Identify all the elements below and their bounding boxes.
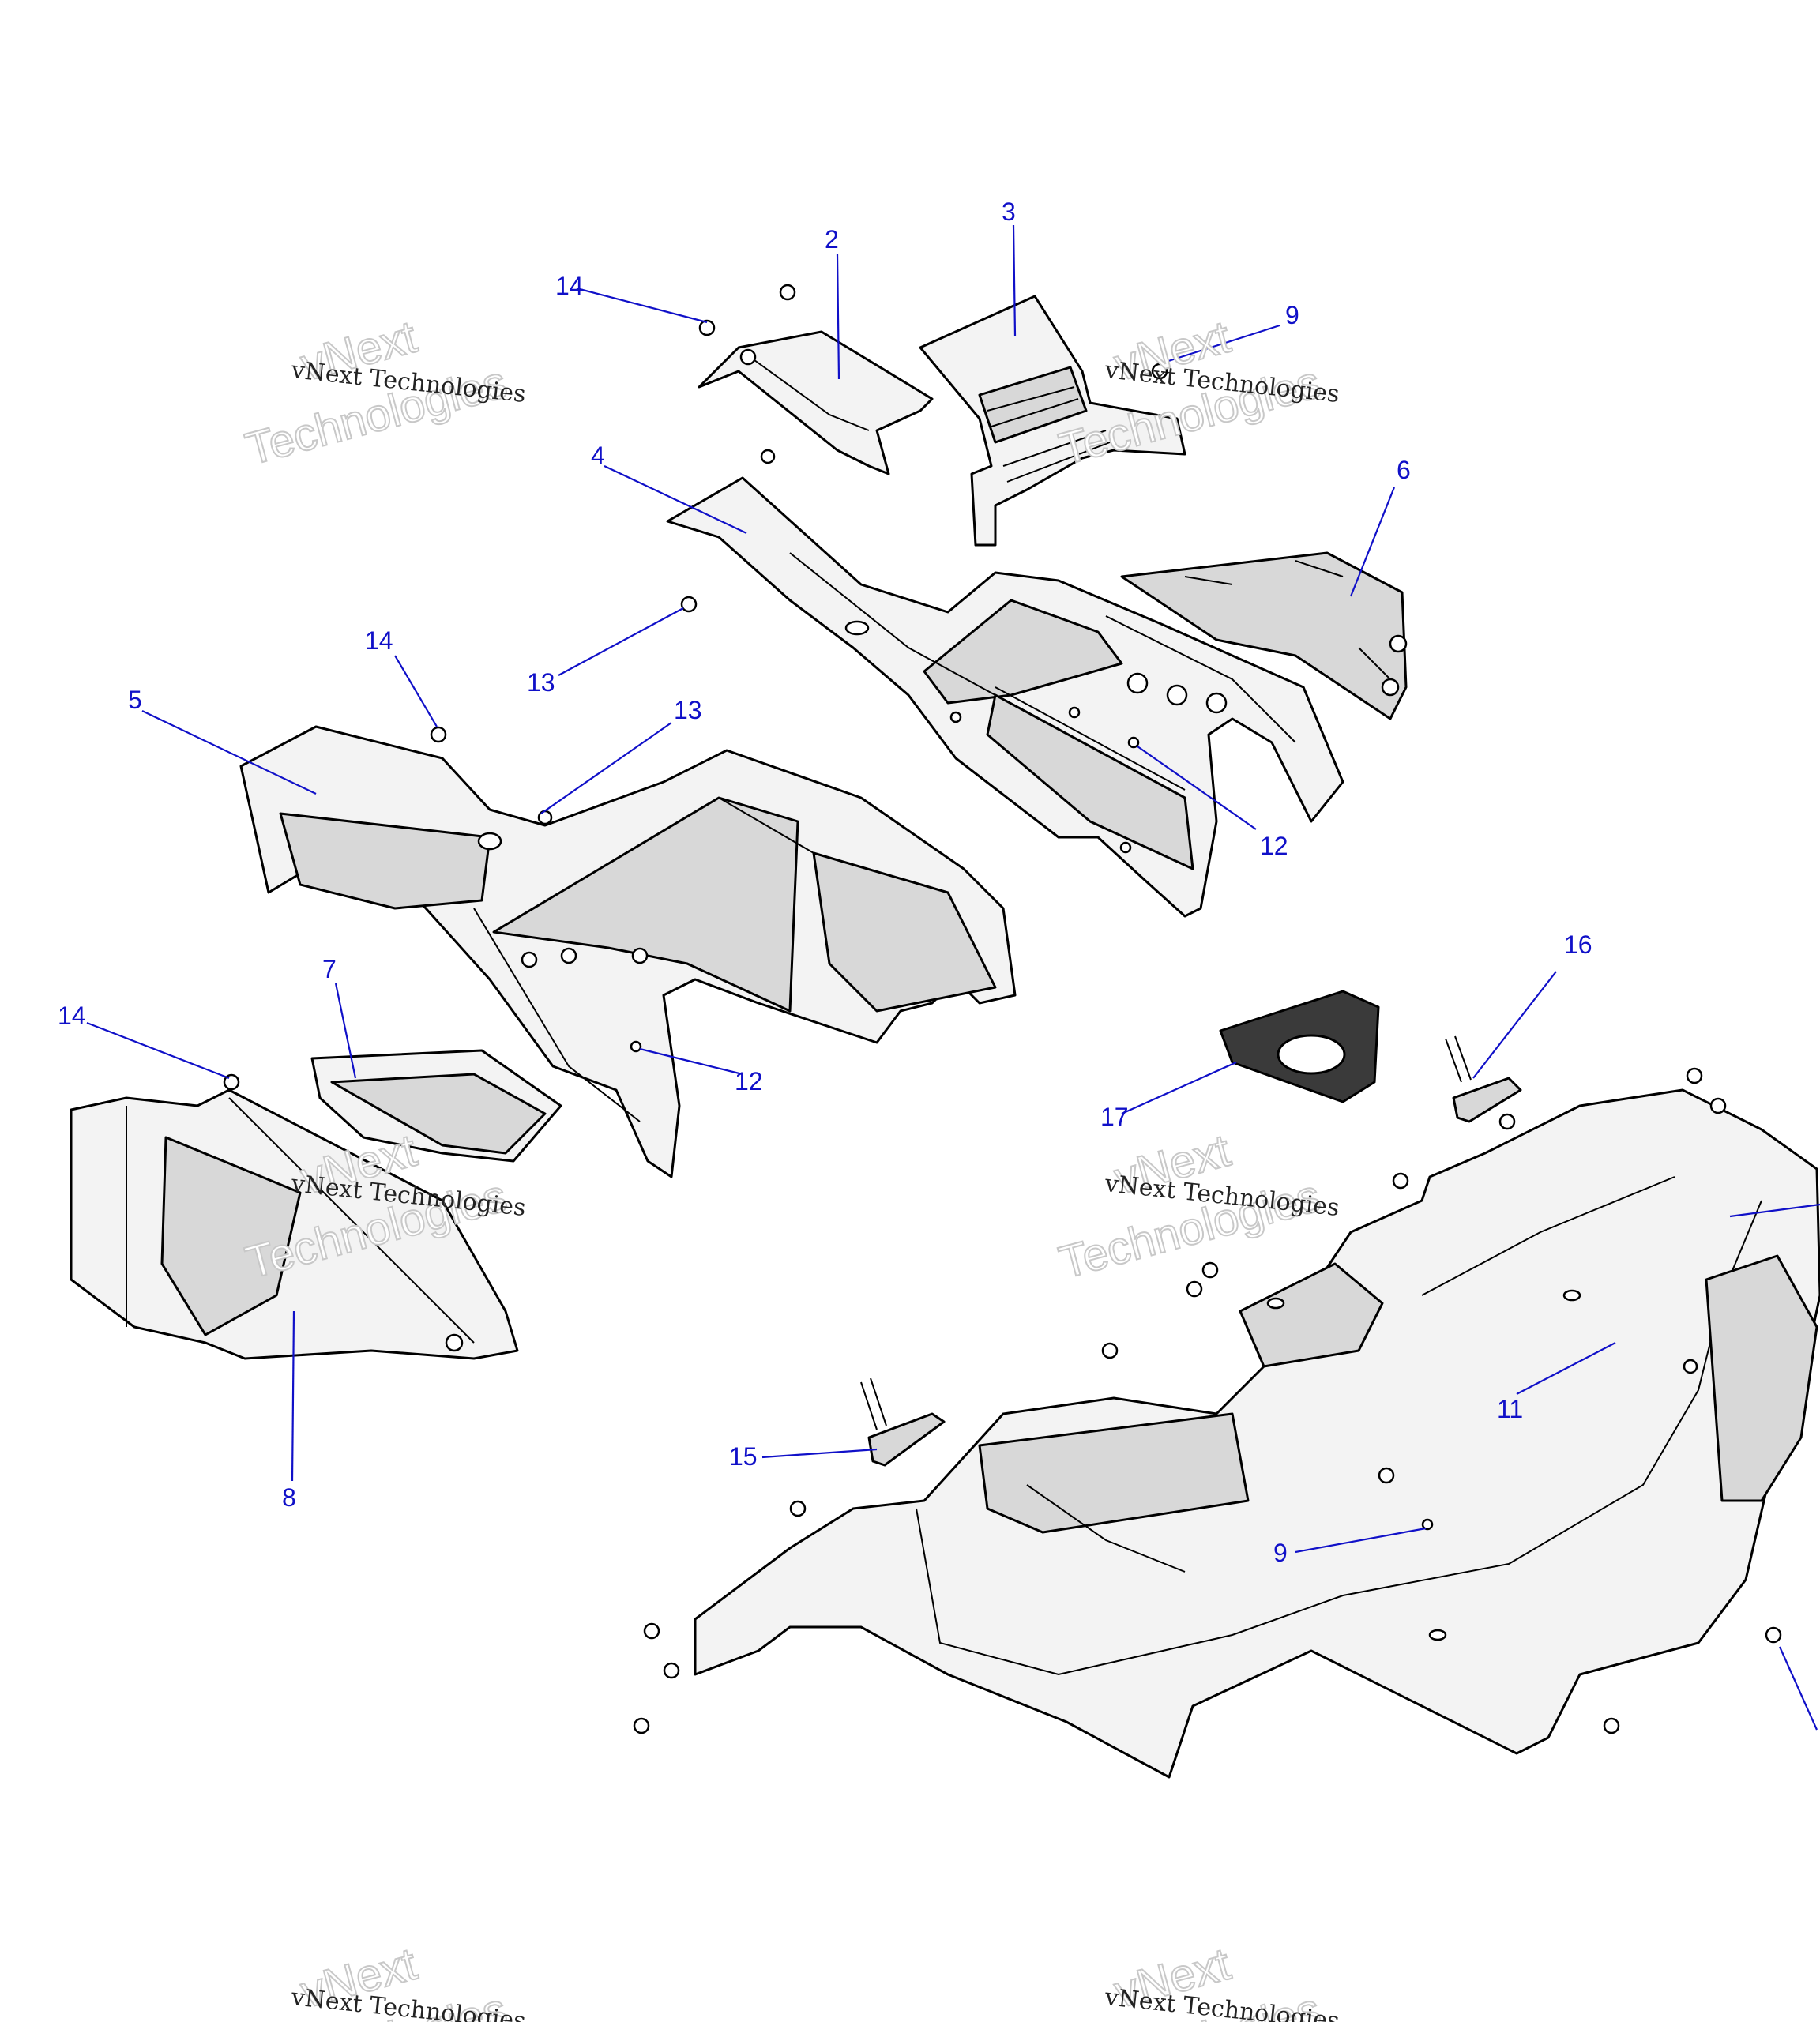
part-5-main-body [239,725,1017,1178]
callout-3: 3 [1002,197,1016,226]
callout-14-top: 14 [555,272,584,300]
callout-9-top: 9 [1285,301,1299,329]
callout-12-bottom: 12 [735,1067,763,1096]
callout-8: 8 [282,1483,296,1512]
part-2-panel [698,330,934,475]
part-3-vent [919,295,1186,547]
part-6-side-panel [1120,551,1408,720]
loose-fasteners [223,284,1782,1734]
callout-17: 17 [1100,1103,1129,1131]
callout-4: 4 [591,442,605,470]
callout-2: 2 [825,225,839,254]
part-8-bin [70,1088,519,1360]
part-15-pin [860,1377,946,1467]
callout-15: 15 [729,1442,758,1471]
callout-6: 6 [1397,456,1411,484]
callout-9-bottom: 9 [1273,1539,1288,1567]
callout-14-middle: 14 [365,626,393,655]
lower-frame-assembly [694,1088,1820,1779]
leader-lines [86,224,1820,1731]
part-4-upper-body [666,476,1344,918]
callout-13-left: 13 [527,668,555,697]
callout-12-top: 12 [1260,832,1288,860]
callout-13-right: 13 [674,696,702,724]
callout-11: 11 [1497,1395,1523,1423]
part-7-wedge [310,1049,562,1163]
part-17-tray [1219,990,1380,1103]
callout-16: 16 [1564,930,1592,959]
part-16-pin [1445,1035,1522,1123]
callout-labels: 2 3 4 5 6 7 8 9 9 11 12 12 13 13 14 14 1… [58,197,1592,1567]
callout-14-bottom: 14 [58,1002,86,1030]
callout-5: 5 [128,686,142,714]
callout-7: 7 [322,955,337,983]
